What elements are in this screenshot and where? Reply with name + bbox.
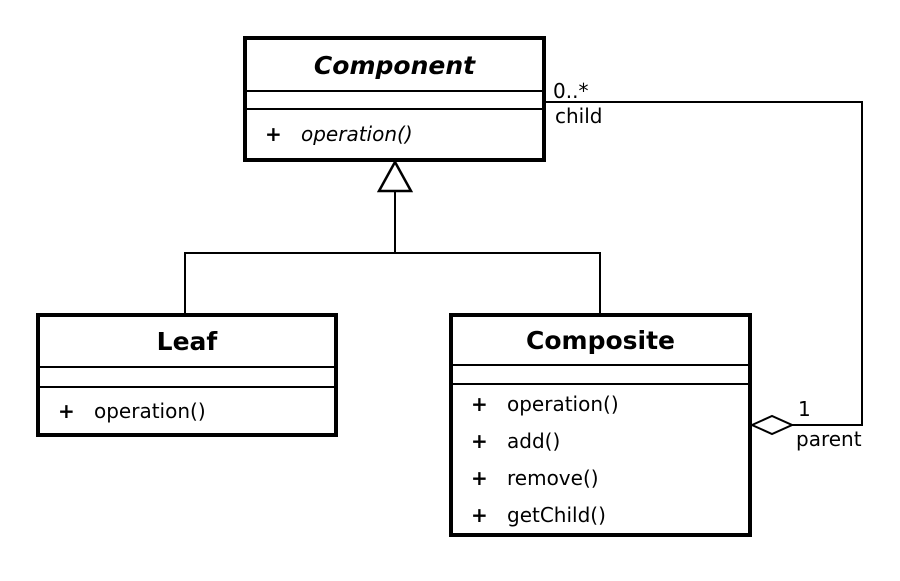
class-box-leaf: Leaf + operation()	[36, 313, 338, 437]
class-title-leaf: Leaf	[40, 317, 334, 368]
visibility-symbol: +	[265, 122, 282, 146]
class-title-composite: Composite	[453, 317, 748, 366]
visibility-symbol: +	[471, 391, 488, 416]
method-name: add()	[507, 428, 561, 453]
class-methods-composite: + operation() + add() + remove() + getCh…	[453, 385, 748, 533]
method-row: + operation()	[58, 392, 334, 429]
association-vertical-line	[861, 101, 863, 426]
method-row: + operation()	[471, 385, 748, 422]
class-methods-leaf: + operation()	[40, 388, 334, 433]
association-top-line	[546, 101, 863, 103]
method-row: + getChild()	[471, 496, 748, 533]
association-bottom-line	[792, 424, 863, 426]
inheritance-horizontal-line	[184, 252, 601, 254]
inheritance-leaf-drop-line	[184, 252, 186, 313]
inheritance-composite-drop-line	[599, 252, 601, 313]
inheritance-stem-line	[394, 192, 396, 253]
visibility-symbol: +	[471, 502, 488, 527]
method-name: operation()	[301, 122, 413, 146]
class-attributes-leaf	[40, 368, 334, 388]
visibility-symbol: +	[471, 428, 488, 453]
class-methods-component: + operation()	[247, 110, 542, 158]
role-parent-label: parent	[796, 427, 862, 451]
method-row: + remove()	[471, 459, 748, 496]
inheritance-triangle-icon	[377, 160, 413, 193]
class-title-component: Component	[247, 40, 542, 92]
method-name: operation()	[94, 398, 206, 423]
visibility-symbol: +	[471, 465, 488, 490]
aggregation-diamond-icon	[750, 414, 794, 436]
method-name: getChild()	[507, 502, 606, 527]
method-row: + add()	[471, 422, 748, 459]
visibility-symbol: +	[58, 398, 75, 423]
class-box-composite: Composite + operation() + add() + remove…	[449, 313, 752, 537]
multiplicity-parent-label: 1	[798, 397, 811, 421]
method-name: remove()	[507, 465, 599, 490]
class-attributes-composite	[453, 366, 748, 385]
method-name: operation()	[507, 391, 619, 416]
class-box-component: Component + operation()	[243, 36, 546, 162]
role-child-label: child	[555, 104, 603, 128]
multiplicity-child-label: 0..*	[553, 79, 589, 103]
method-row: + operation()	[265, 116, 542, 153]
class-attributes-component	[247, 92, 542, 110]
